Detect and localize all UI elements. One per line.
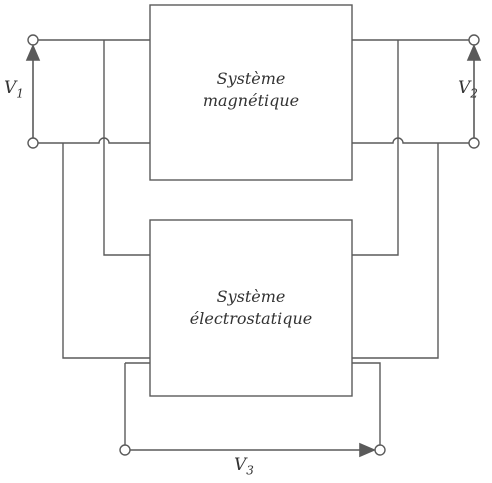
voltage-subscript: 2 xyxy=(470,86,478,101)
v1-label: V1 xyxy=(4,78,24,100)
terminal-bottom-right xyxy=(374,444,386,456)
magnetic-line1: Système xyxy=(216,69,286,88)
electrostatic-line1: Système xyxy=(216,287,286,306)
voltage-subscript: 1 xyxy=(16,86,24,101)
v3-arrow-head xyxy=(359,442,377,458)
right-inner-wire xyxy=(352,40,399,256)
v2-label: V2 xyxy=(458,78,478,100)
left-bottom-rail xyxy=(37,137,150,144)
magnetic-line2: magnétique xyxy=(202,91,300,110)
terminal-left-top xyxy=(27,34,39,46)
voltage-subscript: 3 xyxy=(246,463,254,478)
left-outer-wire xyxy=(62,143,150,359)
electrostatic-system-box xyxy=(149,219,353,397)
electrostatic-line2: électrostatique xyxy=(189,309,313,328)
v3-text: V3 xyxy=(234,455,254,478)
terminal-bottom-left xyxy=(119,444,131,456)
v3-label: V3 xyxy=(234,455,254,477)
right-bottom-rail xyxy=(352,137,471,144)
magnetic-system-box xyxy=(149,4,353,181)
v2-text: V2 xyxy=(458,78,478,101)
bottom-right-wire xyxy=(352,362,381,446)
v1-text: V1 xyxy=(4,78,24,101)
right-outer-wire xyxy=(352,143,439,359)
terminal-right-top xyxy=(468,34,480,46)
v2-arrow-head xyxy=(466,43,482,61)
magnetic-system-label: Système magnétique xyxy=(150,68,352,112)
v1-arrow-head xyxy=(25,43,41,61)
terminal-right-bottom xyxy=(468,137,480,149)
left-inner-wire xyxy=(103,40,150,256)
electrostatic-system-label: Système électrostatique xyxy=(150,286,352,330)
terminal-left-bottom xyxy=(27,137,39,149)
